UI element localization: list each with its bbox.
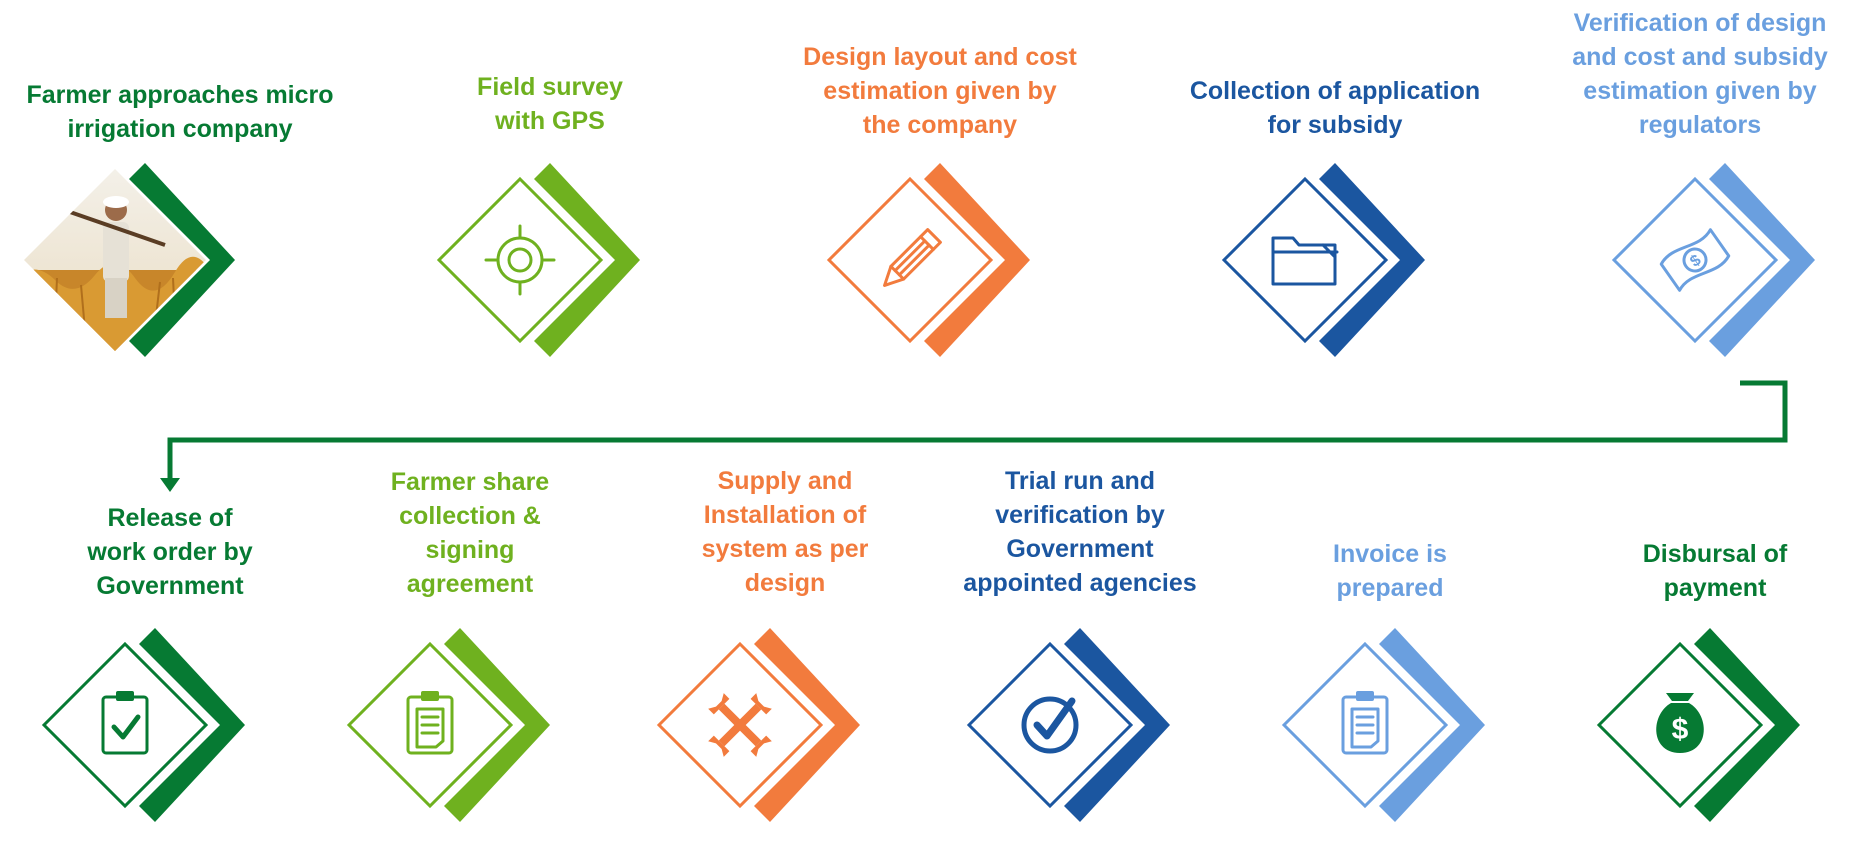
clipboard-document-icon [406, 691, 454, 755]
check-circle-icon [1021, 696, 1079, 754]
svg-text:$: $ [1672, 713, 1689, 746]
step-8-label: Supply and Installation of system as per… [701, 467, 869, 597]
step-3-label: Design layout and cost estimation given … [803, 43, 1077, 139]
step-2-label: Field survey with GPS [477, 73, 623, 135]
clipboard-document-icon [1341, 691, 1389, 755]
diamond-outline [41, 641, 209, 809]
pencil-icon [883, 228, 942, 287]
step-9-chevron [950, 625, 1175, 825]
step-11-chevron: $ [1580, 625, 1805, 825]
folder-icon [1271, 236, 1339, 286]
diamond-outline [436, 176, 604, 344]
step-3-chevron [810, 160, 1035, 360]
step-10-chevron [1265, 625, 1490, 825]
money-bag-icon: $ [1656, 693, 1704, 753]
clipboard-check-icon [101, 691, 149, 755]
farmer-photo [24, 169, 206, 351]
step-9-label: Trial run and verification by Government… [963, 467, 1197, 597]
diamond-outline [1221, 176, 1389, 344]
step-6-chevron [25, 625, 250, 825]
step-1-chevron [15, 160, 240, 360]
step-6-label: Release of work order by Government [87, 504, 253, 600]
step-10-label: Invoice is prepared [1333, 540, 1447, 602]
step-11-label: Disbursal of payment [1642, 540, 1788, 602]
step-4-chevron [1205, 160, 1430, 360]
diamond-outline [1611, 176, 1779, 344]
step-5-label: Verification of design and cost and subs… [1572, 9, 1828, 139]
step-2-chevron [420, 160, 645, 360]
step-7-label: Farmer share collection & signing agreem… [390, 468, 550, 598]
step-5-chevron: $ [1595, 160, 1820, 360]
wrenches-icon [708, 693, 772, 757]
step-7-chevron [330, 625, 555, 825]
step-4-label: Collection of application for subsidy [1189, 77, 1481, 139]
step-1-label: Farmer approaches micro irrigation compa… [26, 81, 334, 143]
diamond-outline [966, 641, 1134, 809]
step-8-chevron [640, 625, 865, 825]
diamond-outline [826, 176, 994, 344]
gps-target-icon [484, 224, 556, 296]
